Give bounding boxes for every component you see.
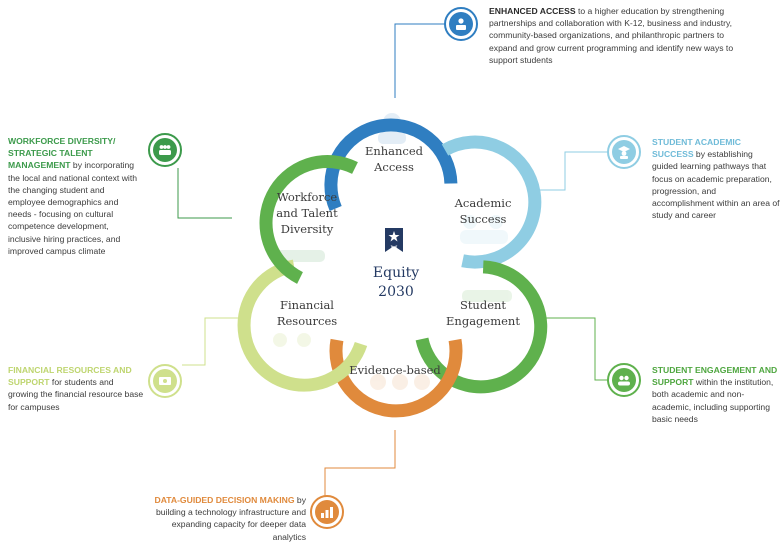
petal-label-academic: Academic (454, 196, 512, 210)
connector-academic (532, 151, 608, 191)
petal-label-academic: Success (460, 212, 507, 226)
badge-financial (148, 364, 182, 398)
logo-letter: M (390, 245, 397, 253)
center-year: 2030 (378, 284, 414, 300)
badge-academic (607, 135, 641, 169)
petal-arc-workforce (259, 155, 358, 284)
petal-arc-financial (237, 259, 368, 392)
petal-arc-enhanced (324, 118, 458, 212)
connector-financial (182, 317, 248, 366)
description-body: within the institution, both academic an… (652, 377, 774, 424)
center-title: Equity (373, 265, 419, 281)
petal-label-financial: Financial (280, 298, 334, 312)
badge-engagement (607, 363, 641, 397)
description-body: for students and growing the financial r… (8, 377, 144, 412)
description-heading: STUDENT ENGAGEMENT AND SUPPORT (652, 365, 778, 388)
badge-evidence (310, 495, 344, 529)
petal-label-enhanced: Enhanced (365, 144, 424, 158)
description-heading: FINANCIAL RESOURCES AND SUPPORT (8, 365, 132, 388)
description-heading: STUDENT ACADEMIC SUCCESS (652, 137, 741, 160)
description-heading: WORKFORCE DIVERSITY/ STRATEGIC TALENT MA… (8, 136, 116, 171)
data-chart-icon (321, 507, 333, 518)
petal-label-workforce: and Talent (276, 206, 338, 220)
graduate-reading-icon (456, 18, 466, 30)
petal-label-workforce: Diversity (281, 222, 334, 236)
description-academic: STUDENT ACADEMIC SUCCESS by establishing… (652, 136, 780, 221)
description-workforce: WORKFORCE DIVERSITY/ STRATEGIC TALENT MA… (8, 135, 144, 257)
people-icon (618, 375, 630, 386)
description-heading: DATA-GUIDED DECISION MAKING (154, 495, 295, 505)
connector-workforce (177, 168, 232, 219)
description-heading: ENHANCED ACCESS (489, 6, 576, 16)
petal-label-enhanced: Access (373, 160, 414, 174)
petal-arc-engagement (415, 260, 548, 394)
petal-label-financial: Resources (277, 314, 337, 328)
connector-engagement (545, 317, 608, 381)
connector-evidence (324, 430, 396, 498)
description-engagement: STUDENT ENGAGEMENT AND SUPPORT within th… (652, 364, 778, 425)
team-icon (159, 145, 171, 155)
description-financial: FINANCIAL RESOURCES AND SUPPORT for stud… (8, 364, 144, 413)
petal-illustrations (273, 113, 512, 390)
badge-enhanced (444, 7, 478, 41)
badge-workforce (148, 133, 182, 167)
description-enhanced: ENHANCED ACCESS to a higher education by… (489, 5, 751, 66)
connector-enhanced (394, 23, 446, 98)
description-body: to a higher education by strengthening p… (489, 6, 734, 65)
petal-label-engagement: Engagement (446, 314, 520, 328)
description-body: by building a technology infrastructure … (155, 495, 306, 542)
description-body: by incorporating the local and national … (8, 160, 137, 256)
description-body: by establishing guided learning pathways… (652, 149, 780, 221)
petal-label-evidence: Evidence-based (349, 363, 441, 377)
petal-label-workforce: Workforce (277, 190, 338, 204)
petal-arc-academic (441, 135, 542, 269)
description-evidence: DATA-GUIDED DECISION MAKING by building … (148, 494, 306, 543)
money-icon (159, 377, 171, 385)
petal-label-engagement: Student (460, 298, 506, 312)
equity-logo: M (385, 228, 403, 253)
graduate-icon (618, 146, 630, 159)
